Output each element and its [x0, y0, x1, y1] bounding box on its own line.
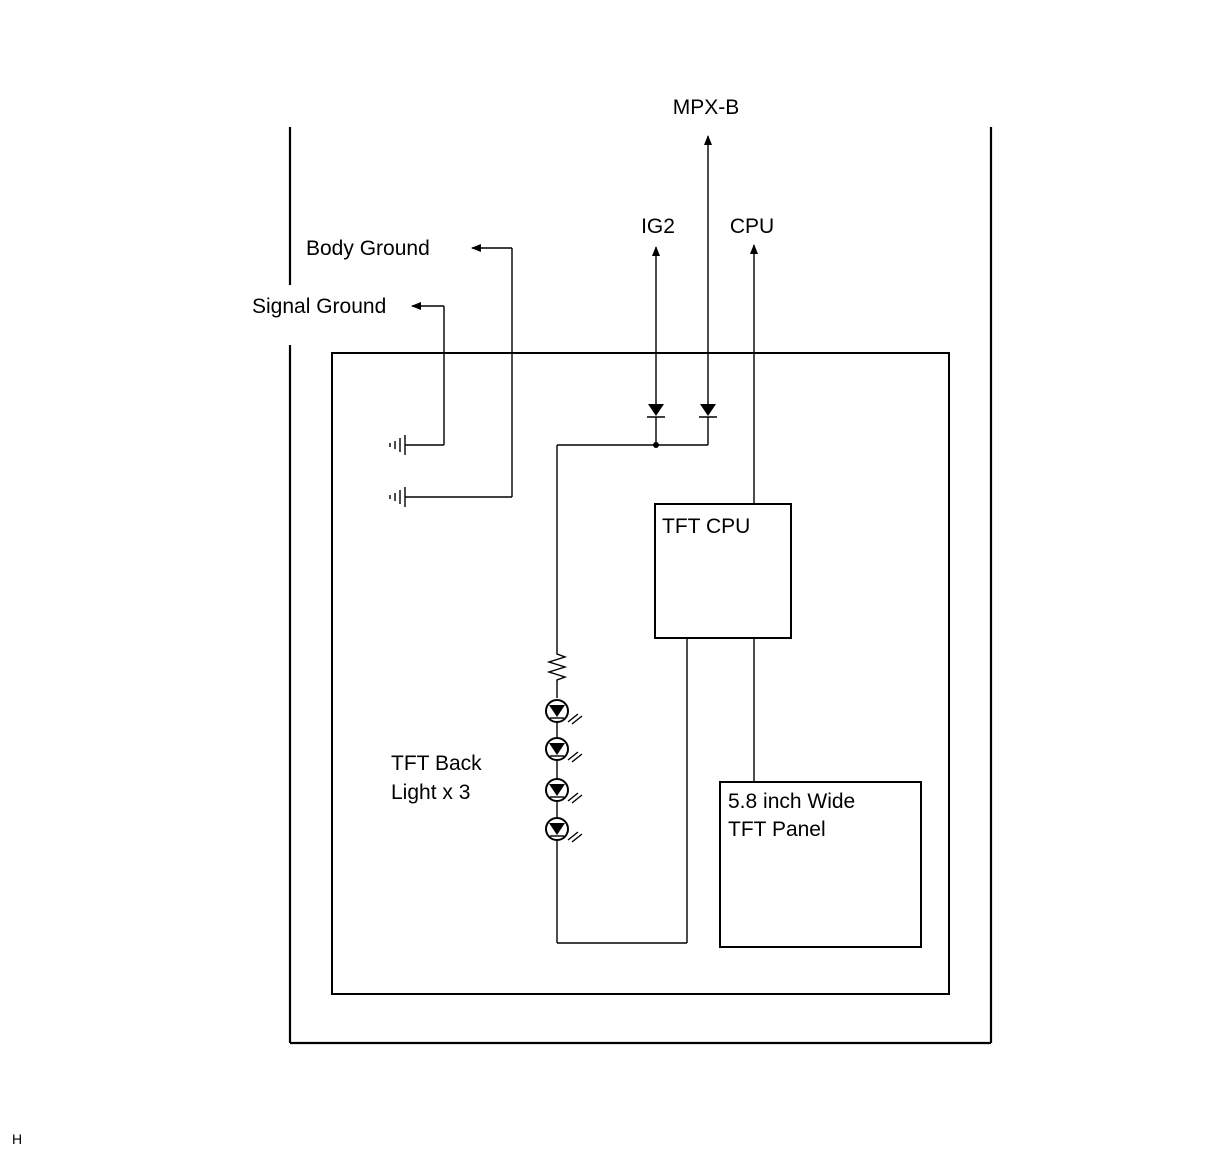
resistor-symbol [546, 650, 568, 698]
cpu-label: CPU [730, 215, 774, 238]
outer-frame [288, 127, 993, 1045]
mpx-b-label: MPX-B [673, 96, 740, 119]
signal-ground-wire [405, 302, 445, 446]
diode-mpx-b [699, 404, 717, 445]
tft-panel-box [719, 781, 922, 948]
backlight-feed-wire [556, 442, 708, 650]
body-ground-wire [405, 244, 513, 498]
led-icon [545, 737, 583, 763]
ig2-label: IG2 [641, 215, 675, 238]
panel-label-line2: TFT Panel [728, 818, 826, 841]
backlight-label-line2: Light x 3 [391, 781, 470, 804]
corner-mark: H [12, 1131, 22, 1147]
led-icon [545, 817, 583, 843]
signal-ground-label: Signal Ground [252, 295, 386, 318]
tft-cpu-label: TFT CPU [662, 515, 750, 538]
diode-ig2 [647, 404, 665, 445]
ground-icon [389, 487, 406, 507]
body-ground-label: Body Ground [306, 237, 430, 260]
backlight-label-line1: TFT Back [391, 752, 482, 775]
tft-cpu-box [654, 503, 792, 639]
panel-label-line1: 5.8 inch Wide [728, 790, 855, 813]
backlight-return-wire [556, 638, 688, 944]
ground-icon [389, 435, 406, 455]
